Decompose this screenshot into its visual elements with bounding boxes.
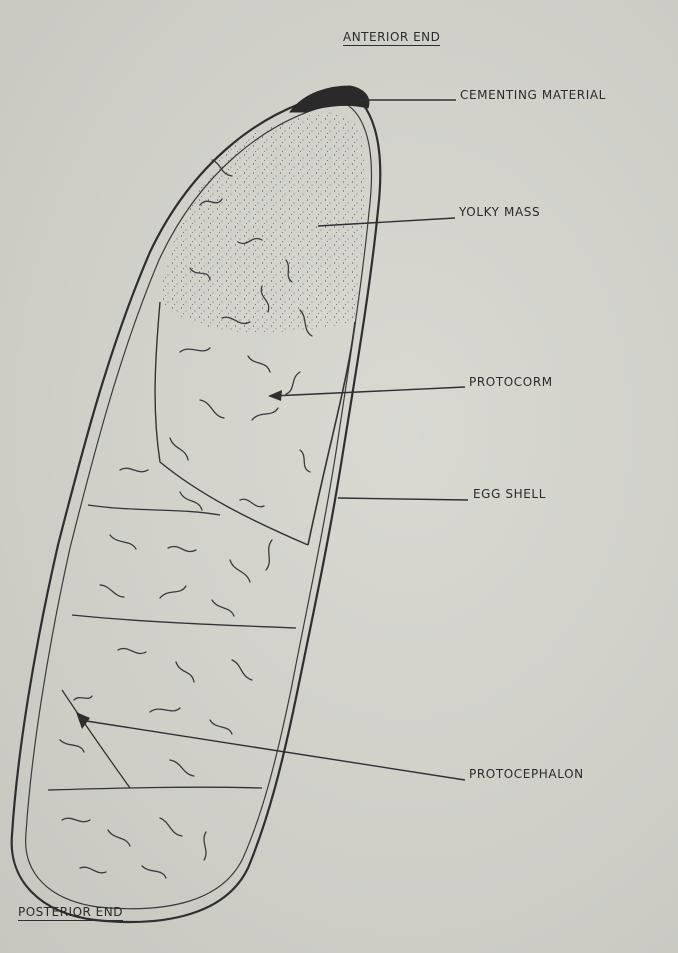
posterior-end-label: POSTERIOR END	[18, 905, 123, 921]
segment-line-2	[155, 302, 308, 545]
cementing-material-label: CEMENTING MATERIAL	[460, 88, 606, 102]
yolky-mass-label: YOLKY MASS	[459, 205, 540, 219]
protocorm-label: PROTOCORM	[469, 375, 553, 389]
yolky-mass-region	[160, 113, 364, 333]
segment-line-6	[48, 787, 262, 790]
segment-line-1	[308, 322, 355, 545]
pointer-egg-shell	[338, 498, 468, 500]
pointer-protocorm-arrowhead	[268, 390, 282, 401]
cementing-material-mark	[290, 86, 369, 112]
egg-shell-label: EGG SHELL	[473, 487, 546, 501]
protocephalon-label: PROTOCEPHALON	[469, 767, 584, 781]
pointer-protocorm	[272, 387, 465, 396]
anterior-end-label: ANTERIOR END	[343, 30, 440, 46]
segment-line-5	[62, 690, 130, 788]
segment-line-4	[72, 615, 296, 628]
pointer-protocephalon-arrowhead	[76, 712, 90, 729]
